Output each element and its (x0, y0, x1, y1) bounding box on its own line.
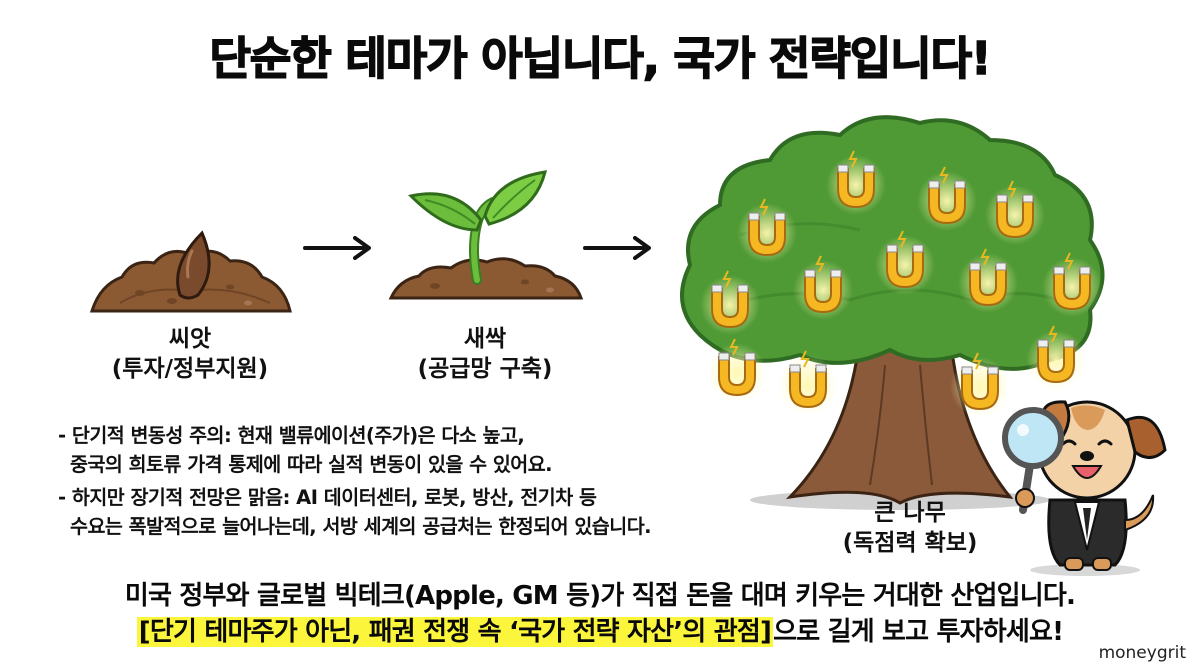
stage-tree-title: 큰 나무 (874, 500, 946, 526)
conclusion-line-2-rest: 으로 길게 보고 투자하세요! (773, 617, 1064, 647)
note-line: 수요는 폭발적으로 늘어나는데, 서방 세계의 공급처는 한정되어 있습니다. (70, 515, 652, 538)
sprout-icon (388, 170, 584, 300)
stage-sprout-title: 새싹 (463, 326, 507, 352)
stage-tree-subtitle: (독점력 확보) (842, 530, 978, 556)
highlighted-phrase: [단기 테마주가 아닌, 패권 전쟁 속 ‘국가 전략 자산’의 관점] (136, 617, 774, 647)
note-item-short-term: - 단기적 변동성 주의: 현재 밸류에이션(주가)은 다소 높고, 중국의 희… (58, 421, 798, 479)
watermark: moneygrit (1098, 643, 1186, 663)
magnet-tree-icon (680, 115, 1105, 510)
mascot (975, 380, 1175, 580)
conclusion-line-2: [단기 테마주가 아닌, 패권 전쟁 속 ‘국가 전략 자산’의 관점]으로 길… (0, 614, 1200, 650)
conclusion-line-1: 미국 정부와 글로벌 빅테크(Apple, GM 등)가 직접 돈을 대며 키우… (124, 581, 1076, 611)
stage-seed (80, 215, 300, 325)
stage-sprout (385, 168, 585, 308)
page-title: 단순한 테마가 아닙니다, 국가 전략입니다! (209, 31, 993, 86)
dog-detective-with-magnifier-icon (1002, 400, 1167, 576)
stage-tree (670, 105, 1110, 515)
stage-seed-caption: 씨앗 (투자/정부지원) (60, 324, 320, 384)
note-item-long-term: - 하지만 장기적 전망은 맑음: AI 데이터센터, 로봇, 방산, 전기차 … (58, 483, 798, 541)
note-line: 중국의 희토류 가격 통제에 따라 실적 변동이 있을 수 있어요. (70, 453, 553, 476)
note-line: - 단기적 변동성 주의: 현재 밸류에이션(주가)은 다소 높고, (58, 424, 525, 447)
note-line: - 하지만 장기적 전망은 맑음: AI 데이터센터, 로봇, 방산, 전기차 … (58, 486, 597, 509)
arrow-right-icon (303, 236, 371, 260)
stage-seed-subtitle: (투자/정부지원) (111, 356, 269, 382)
stage-seed-title: 씨앗 (168, 326, 212, 352)
seed-in-soil-icon (89, 230, 292, 313)
conclusion: 미국 정부와 글로벌 빅테크(Apple, GM 등)가 직접 돈을 대며 키우… (0, 578, 1200, 650)
stage-sprout-caption: 새싹 (공급망 구축) (365, 324, 605, 384)
arrow-right-icon (583, 236, 651, 260)
stage-sprout-subtitle: (공급망 구축) (417, 356, 553, 382)
notes-list: - 단기적 변동성 주의: 현재 밸류에이션(주가)은 다소 높고, 중국의 희… (58, 421, 798, 545)
stage-tree-caption: 큰 나무 (독점력 확보) (790, 498, 1030, 558)
